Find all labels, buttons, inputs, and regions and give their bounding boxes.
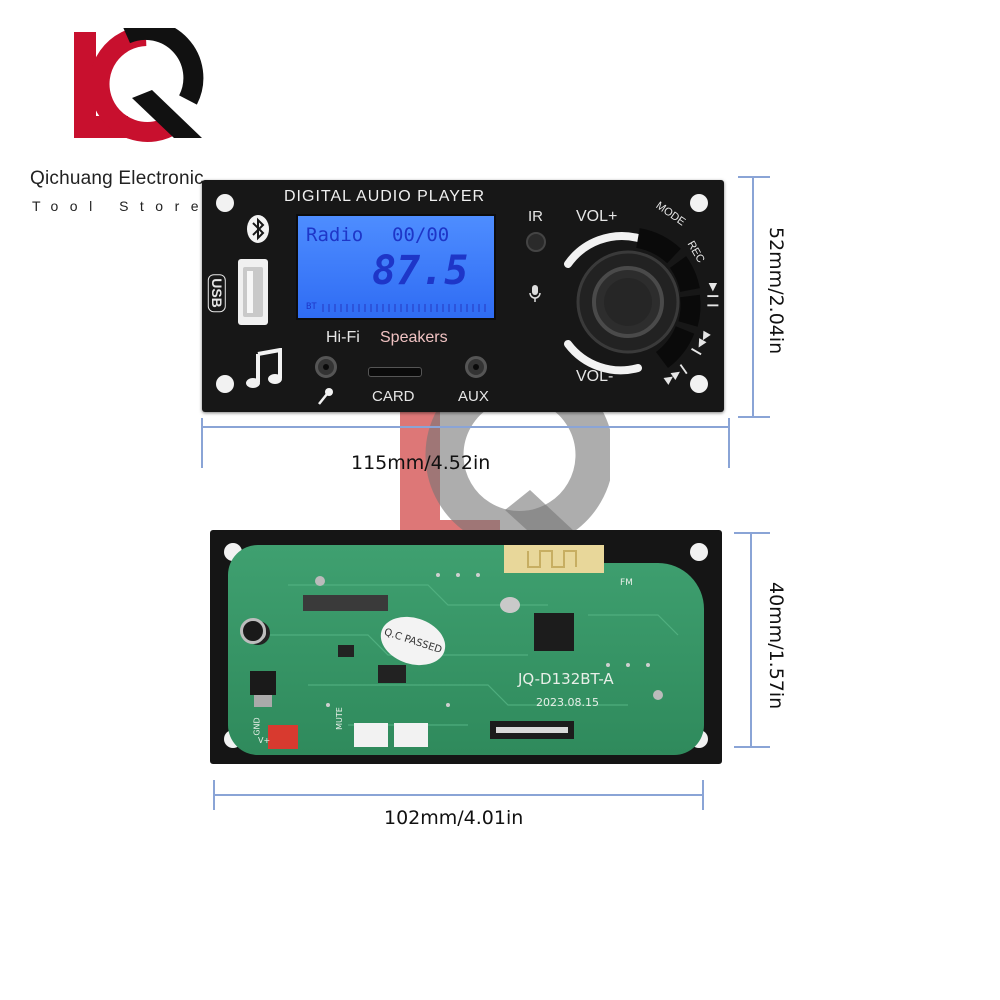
aux-jack[interactable] bbox=[465, 356, 487, 378]
microphone-icon bbox=[318, 388, 333, 405]
board-model: JQ-D132BT-A bbox=[518, 670, 614, 688]
dimension-tick bbox=[728, 418, 730, 468]
mounting-hole bbox=[216, 375, 234, 393]
vol-up-label: VOL+ bbox=[576, 208, 618, 225]
lcd-track: 00/00 bbox=[392, 224, 450, 246]
back-width-label: 102mm/4.01in bbox=[384, 807, 524, 829]
store-subtitle: Tool Store bbox=[32, 198, 211, 214]
capacitor bbox=[240, 618, 266, 644]
back-height-label: 40mm/1.57in bbox=[765, 582, 787, 710]
front-width-label: 115mm/4.52in bbox=[351, 452, 491, 474]
card-label: CARD bbox=[372, 388, 415, 405]
fm-label: FM bbox=[620, 578, 633, 588]
front-height-label: 52mm/2.04in bbox=[765, 227, 787, 355]
front-width-dimension-line bbox=[202, 426, 730, 428]
volume-knob[interactable] bbox=[580, 254, 676, 350]
bluetooth-icon bbox=[247, 215, 269, 243]
dimension-tick bbox=[702, 780, 704, 810]
back-width-dimension-line bbox=[214, 794, 704, 796]
music-note-icon bbox=[246, 348, 282, 388]
mounting-hole bbox=[690, 194, 708, 212]
lcd-mode: Radio bbox=[306, 224, 364, 246]
store-name: Qichuang Electronic bbox=[30, 168, 204, 189]
aux-label: AUX bbox=[458, 388, 489, 405]
lcd-screen: Radio 00/00 87.5 BT bbox=[296, 214, 496, 320]
dimension-tick bbox=[734, 746, 770, 748]
lcd-spectrum bbox=[322, 304, 490, 312]
mounting-hole bbox=[216, 194, 234, 212]
dimension-tick bbox=[734, 532, 770, 534]
lcd-frequency: 87.5 bbox=[372, 248, 469, 294]
mounting-hole bbox=[690, 375, 708, 393]
usb-label: USB bbox=[207, 274, 226, 312]
card-slot[interactable] bbox=[368, 367, 422, 377]
usb-port[interactable] bbox=[238, 259, 268, 325]
dimension-tick bbox=[738, 416, 770, 418]
qc-text: Q.C PASSED bbox=[382, 626, 444, 656]
vol-down-label: VOL- bbox=[576, 368, 614, 385]
board-date: 2023.08.15 bbox=[536, 696, 599, 709]
ir-label: IR bbox=[528, 208, 543, 225]
play-pause-icon[interactable]: ▶❙❙ bbox=[706, 283, 719, 310]
gnd-label: GND bbox=[252, 717, 262, 736]
ir-sensor bbox=[526, 232, 546, 252]
front-height-dimension-line bbox=[752, 176, 754, 418]
speakers-prefix: Hi-Fi bbox=[326, 329, 360, 346]
dimension-tick bbox=[738, 176, 770, 178]
dimension-tick bbox=[201, 418, 203, 468]
microphone-icon bbox=[529, 285, 541, 302]
mute-label: MUTE bbox=[334, 707, 344, 730]
dimension-tick bbox=[213, 780, 215, 810]
mic-jack[interactable] bbox=[315, 356, 337, 378]
vplus-label: V+ bbox=[258, 736, 271, 745]
pcb-board bbox=[228, 545, 704, 755]
mounting-hole bbox=[690, 543, 708, 561]
lcd-bt-label: BT bbox=[306, 302, 317, 312]
volume-control bbox=[564, 228, 701, 375]
panel-title: DIGITAL AUDIO PLAYER bbox=[284, 188, 486, 205]
store-logo bbox=[74, 28, 204, 142]
speakers-word: Speakers bbox=[380, 329, 448, 346]
back-height-dimension-line bbox=[750, 532, 752, 748]
